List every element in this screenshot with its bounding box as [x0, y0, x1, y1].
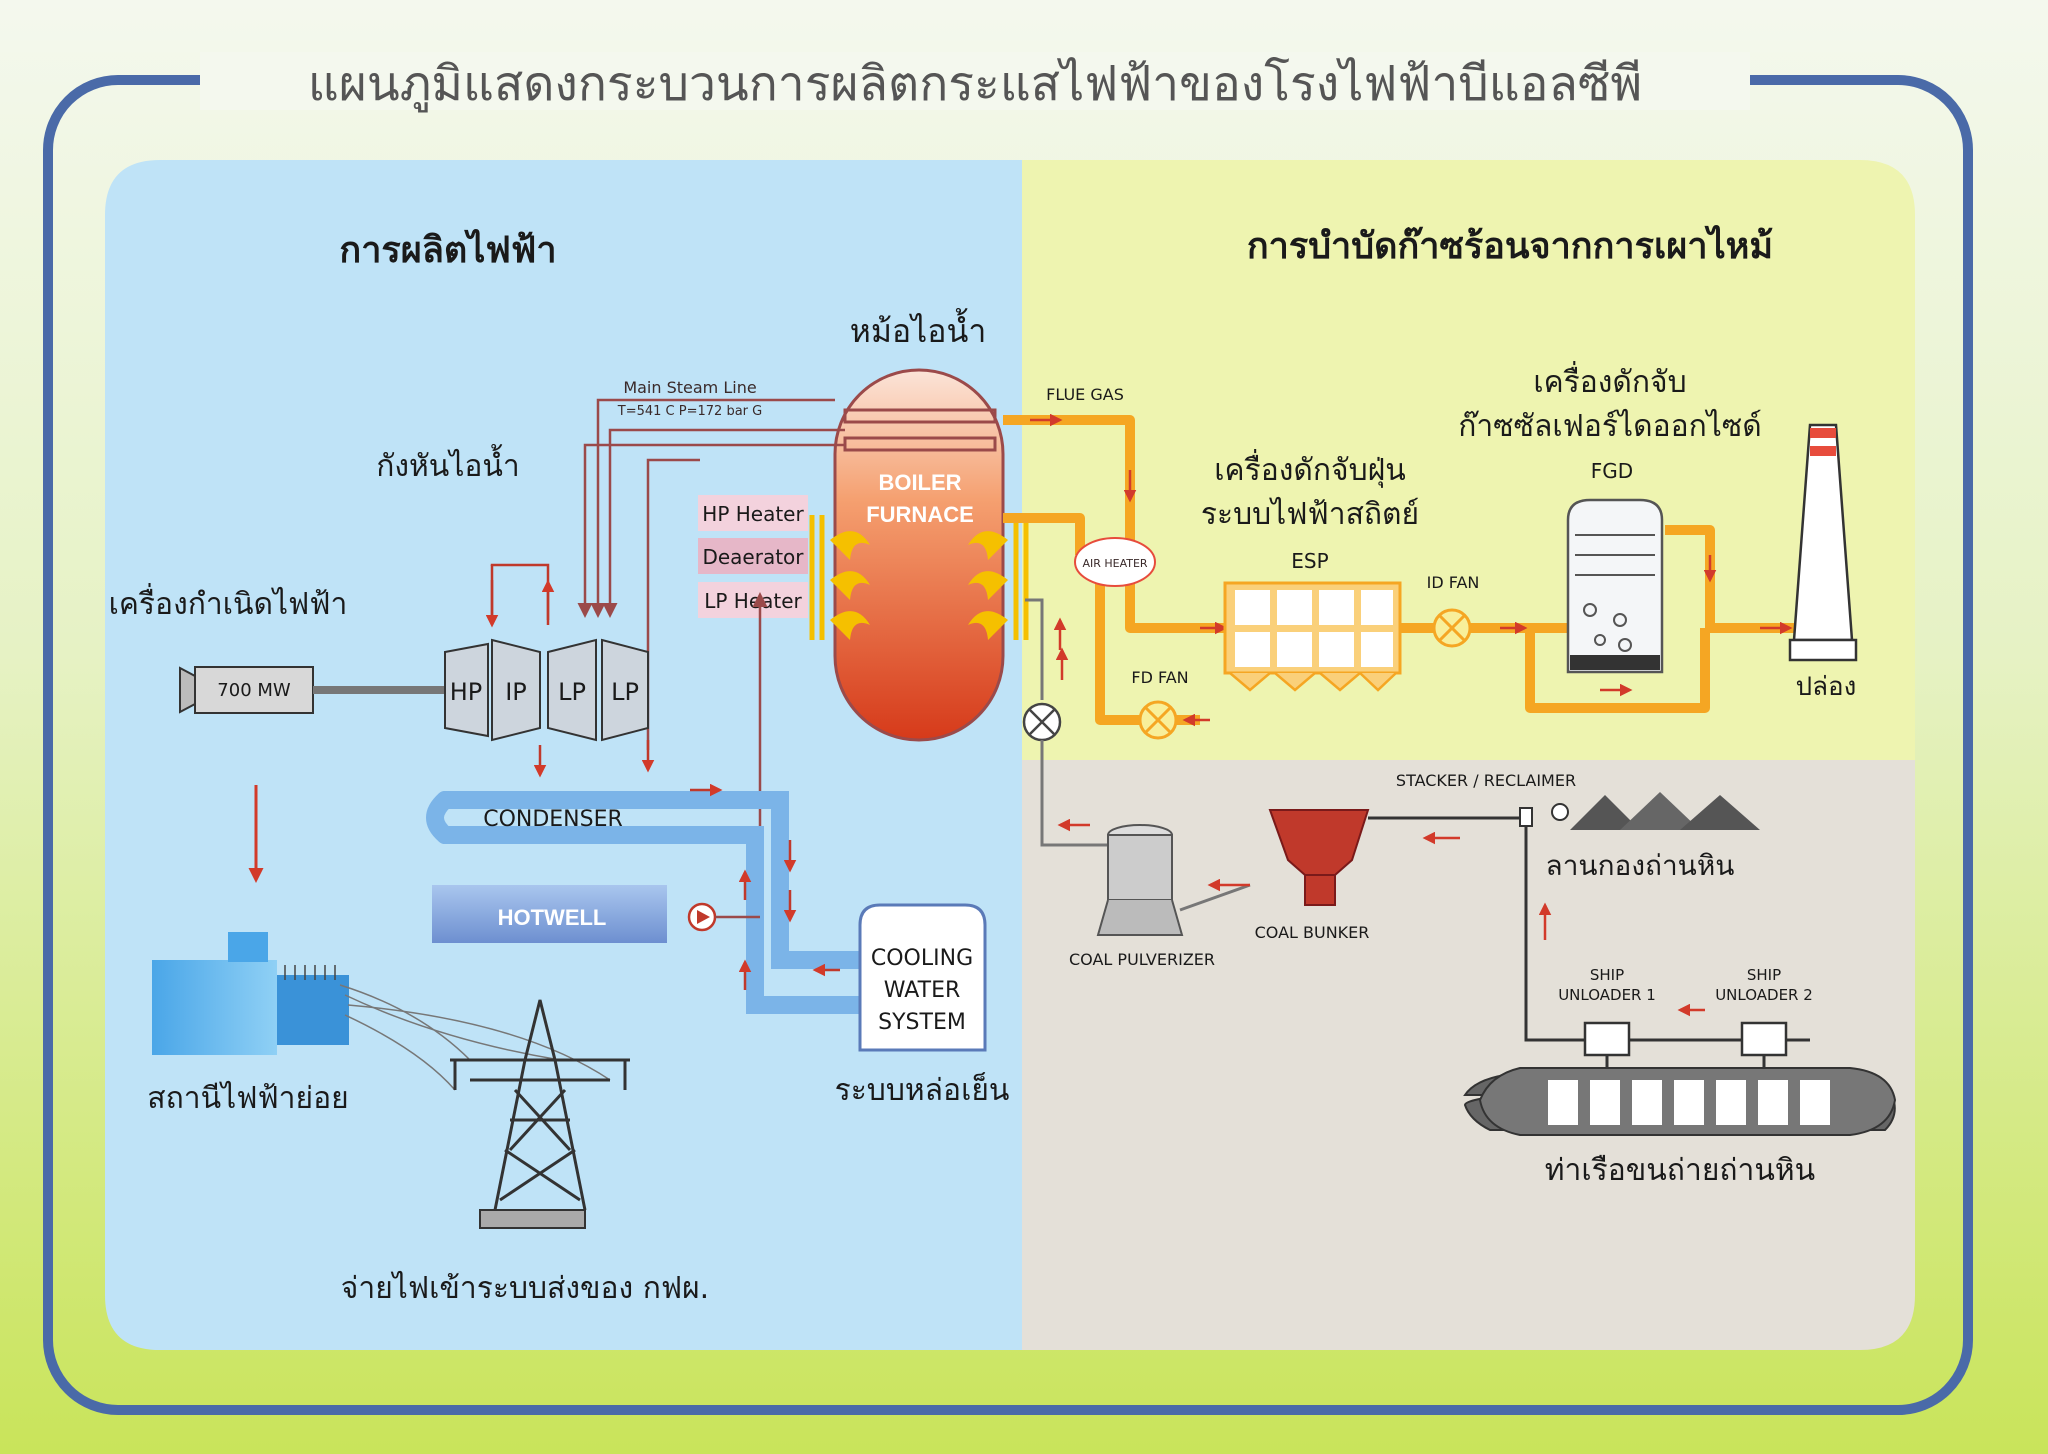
fgd-label: FGD	[1591, 459, 1633, 483]
fgd-absorber	[1566, 498, 1664, 674]
fgd-line-2: ก๊าซซัลเฟอร์ไดออกไซด์	[1458, 408, 1761, 444]
unloader-conveyor	[1524, 826, 1810, 1042]
right-heading: การบำบัดก๊าซร้อนจากการเผาไหม้	[1247, 224, 1773, 267]
cooling-label: ระบบหล่อเย็น	[835, 1071, 1010, 1108]
turbine-ip	[491, 638, 541, 742]
bunker-to-pulverizer-pipe	[1179, 883, 1251, 912]
esp-label: ESP	[1291, 549, 1328, 573]
transmission-lines	[339, 984, 611, 1091]
esp-line-1: เครื่องดักจับฝุ่น	[1214, 449, 1405, 489]
cooling-line-1: COOLING	[871, 946, 973, 971]
fgd-line-1: เครื่องดักจับ	[1533, 361, 1686, 400]
generator-label: เครื่องกำเนิดไฟฟ้า	[109, 583, 348, 622]
substation-insulators	[284, 965, 336, 980]
deaerator-label: Deaerator	[702, 545, 804, 569]
main-steam-line-label: Main Steam Line	[623, 378, 756, 397]
stacker-label: STACKER / RECLAIMER	[1396, 771, 1576, 790]
coal-feed-pipe	[1025, 598, 1044, 700]
bunker-label: COAL BUNKER	[1255, 923, 1370, 942]
substation-building	[152, 960, 277, 1055]
fd-fan-blades-icon	[1144, 706, 1172, 734]
furnace-line-2: FURNACE	[866, 502, 974, 527]
ship-unloader-2	[1740, 1021, 1788, 1057]
hp-heater-label: HP Heater	[702, 502, 804, 526]
turbine-label: กังหันไอน้ำ	[376, 444, 520, 484]
turbine-ip-label: IP	[505, 678, 527, 706]
turbine-lp1-label: LP	[558, 678, 586, 706]
stacker-reclaimer	[1519, 807, 1533, 827]
grid-label: จ่ายไฟเข้าระบบส่งของ กฟผ.	[341, 1270, 709, 1306]
furnace-wall-tubes	[809, 515, 1029, 640]
id-fan-label: ID FAN	[1427, 573, 1480, 592]
hp-heater	[698, 495, 808, 531]
boiler-drum-tube-1	[843, 408, 997, 424]
pump-arrow-icon	[697, 910, 710, 924]
turbine-lp-1	[547, 638, 597, 742]
jetty-label: ท่าเรือขนถ่ายถ่านหิน	[1545, 1153, 1815, 1188]
esp-line-2: ระบบไฟฟ้าสถิตย์	[1201, 496, 1419, 532]
turbine-lp-2	[601, 638, 649, 742]
stack	[1788, 423, 1858, 662]
boiler-label: หม้อไอน้ำ	[850, 308, 987, 350]
page-title: แผนภูมิแสดงกระบวนการผลิตกระแสไฟฟ้าของโรง…	[308, 56, 1642, 113]
coal-piles	[1570, 792, 1760, 830]
coal-bunker	[1268, 809, 1370, 906]
title-mask	[200, 52, 1750, 110]
cooling-flow-arrows	[690, 783, 840, 990]
id-fan-blades-icon	[1438, 614, 1466, 642]
air-heater	[1074, 537, 1156, 587]
boiler-furnace	[833, 368, 1005, 742]
ship-unloader-1	[1583, 1021, 1631, 1057]
flame-icons	[830, 531, 1008, 640]
left-panel	[105, 160, 1022, 1350]
stack-label: ปล่อง	[1796, 672, 1857, 702]
flue-gas-label: FLUE GAS	[1046, 385, 1124, 404]
turbine-lp2-label: LP	[611, 678, 639, 706]
coal-panel	[1022, 760, 1915, 1350]
coal-ship	[1463, 1067, 1897, 1136]
transmission-tower	[450, 999, 630, 1211]
generator-rating: 700 MW	[217, 680, 291, 701]
generator-end-cap	[179, 666, 196, 714]
cooling-water-system	[858, 903, 987, 1052]
unloader1-line-1: SHIP	[1590, 966, 1624, 984]
turbine-stages	[444, 638, 649, 742]
tower-base	[479, 1209, 586, 1229]
turbine-hp	[444, 642, 489, 738]
turbine-hp-label: HP	[450, 678, 483, 706]
substation-label: สถานีไฟฟ้าย่อย	[147, 1080, 348, 1116]
coal-yard-label: ลานกองถ่านหิน	[1546, 849, 1735, 882]
main-steam-pipes	[577, 398, 845, 750]
unloader1-line-2: UNLOADER 1	[1558, 986, 1656, 1004]
pulverizer-outlet-pipe	[1040, 740, 1108, 847]
steam-conditions-label: T=541 C P=172 bar G	[617, 404, 762, 419]
cooling-line-2: WATER	[884, 978, 961, 1003]
gas-flow-arrows	[1030, 413, 1793, 727]
pulverizer-label: COAL PULVERIZER	[1069, 950, 1215, 969]
substation-annex	[277, 975, 349, 1045]
stacker-wheel-icon	[1551, 803, 1569, 821]
condenser-label: CONDENSER	[483, 807, 623, 832]
furnace-line-1: BOILER	[878, 470, 961, 495]
coal-feed-fan-blades-icon	[1029, 709, 1055, 735]
cooling-water-pipes	[426, 791, 869, 1014]
hotwell	[432, 885, 667, 943]
unloader2-line-2: UNLOADER 2	[1715, 986, 1813, 1004]
air-heater-label: AIR HEATER	[1082, 557, 1147, 570]
lp-heater-label: LP Heater	[704, 589, 802, 613]
unloader2-line-1: SHIP	[1747, 966, 1781, 984]
cooling-line-3: SYSTEM	[878, 1010, 966, 1035]
deaerator	[698, 538, 808, 574]
substation-transformer	[228, 932, 268, 962]
left-heading: การผลิตไฟฟ้า	[339, 228, 556, 271]
hotwell-label: HOTWELL	[498, 905, 607, 930]
coal-pulverizer	[1096, 824, 1184, 936]
esp-unit	[1223, 581, 1402, 692]
fd-fan-label: FD FAN	[1131, 668, 1188, 687]
